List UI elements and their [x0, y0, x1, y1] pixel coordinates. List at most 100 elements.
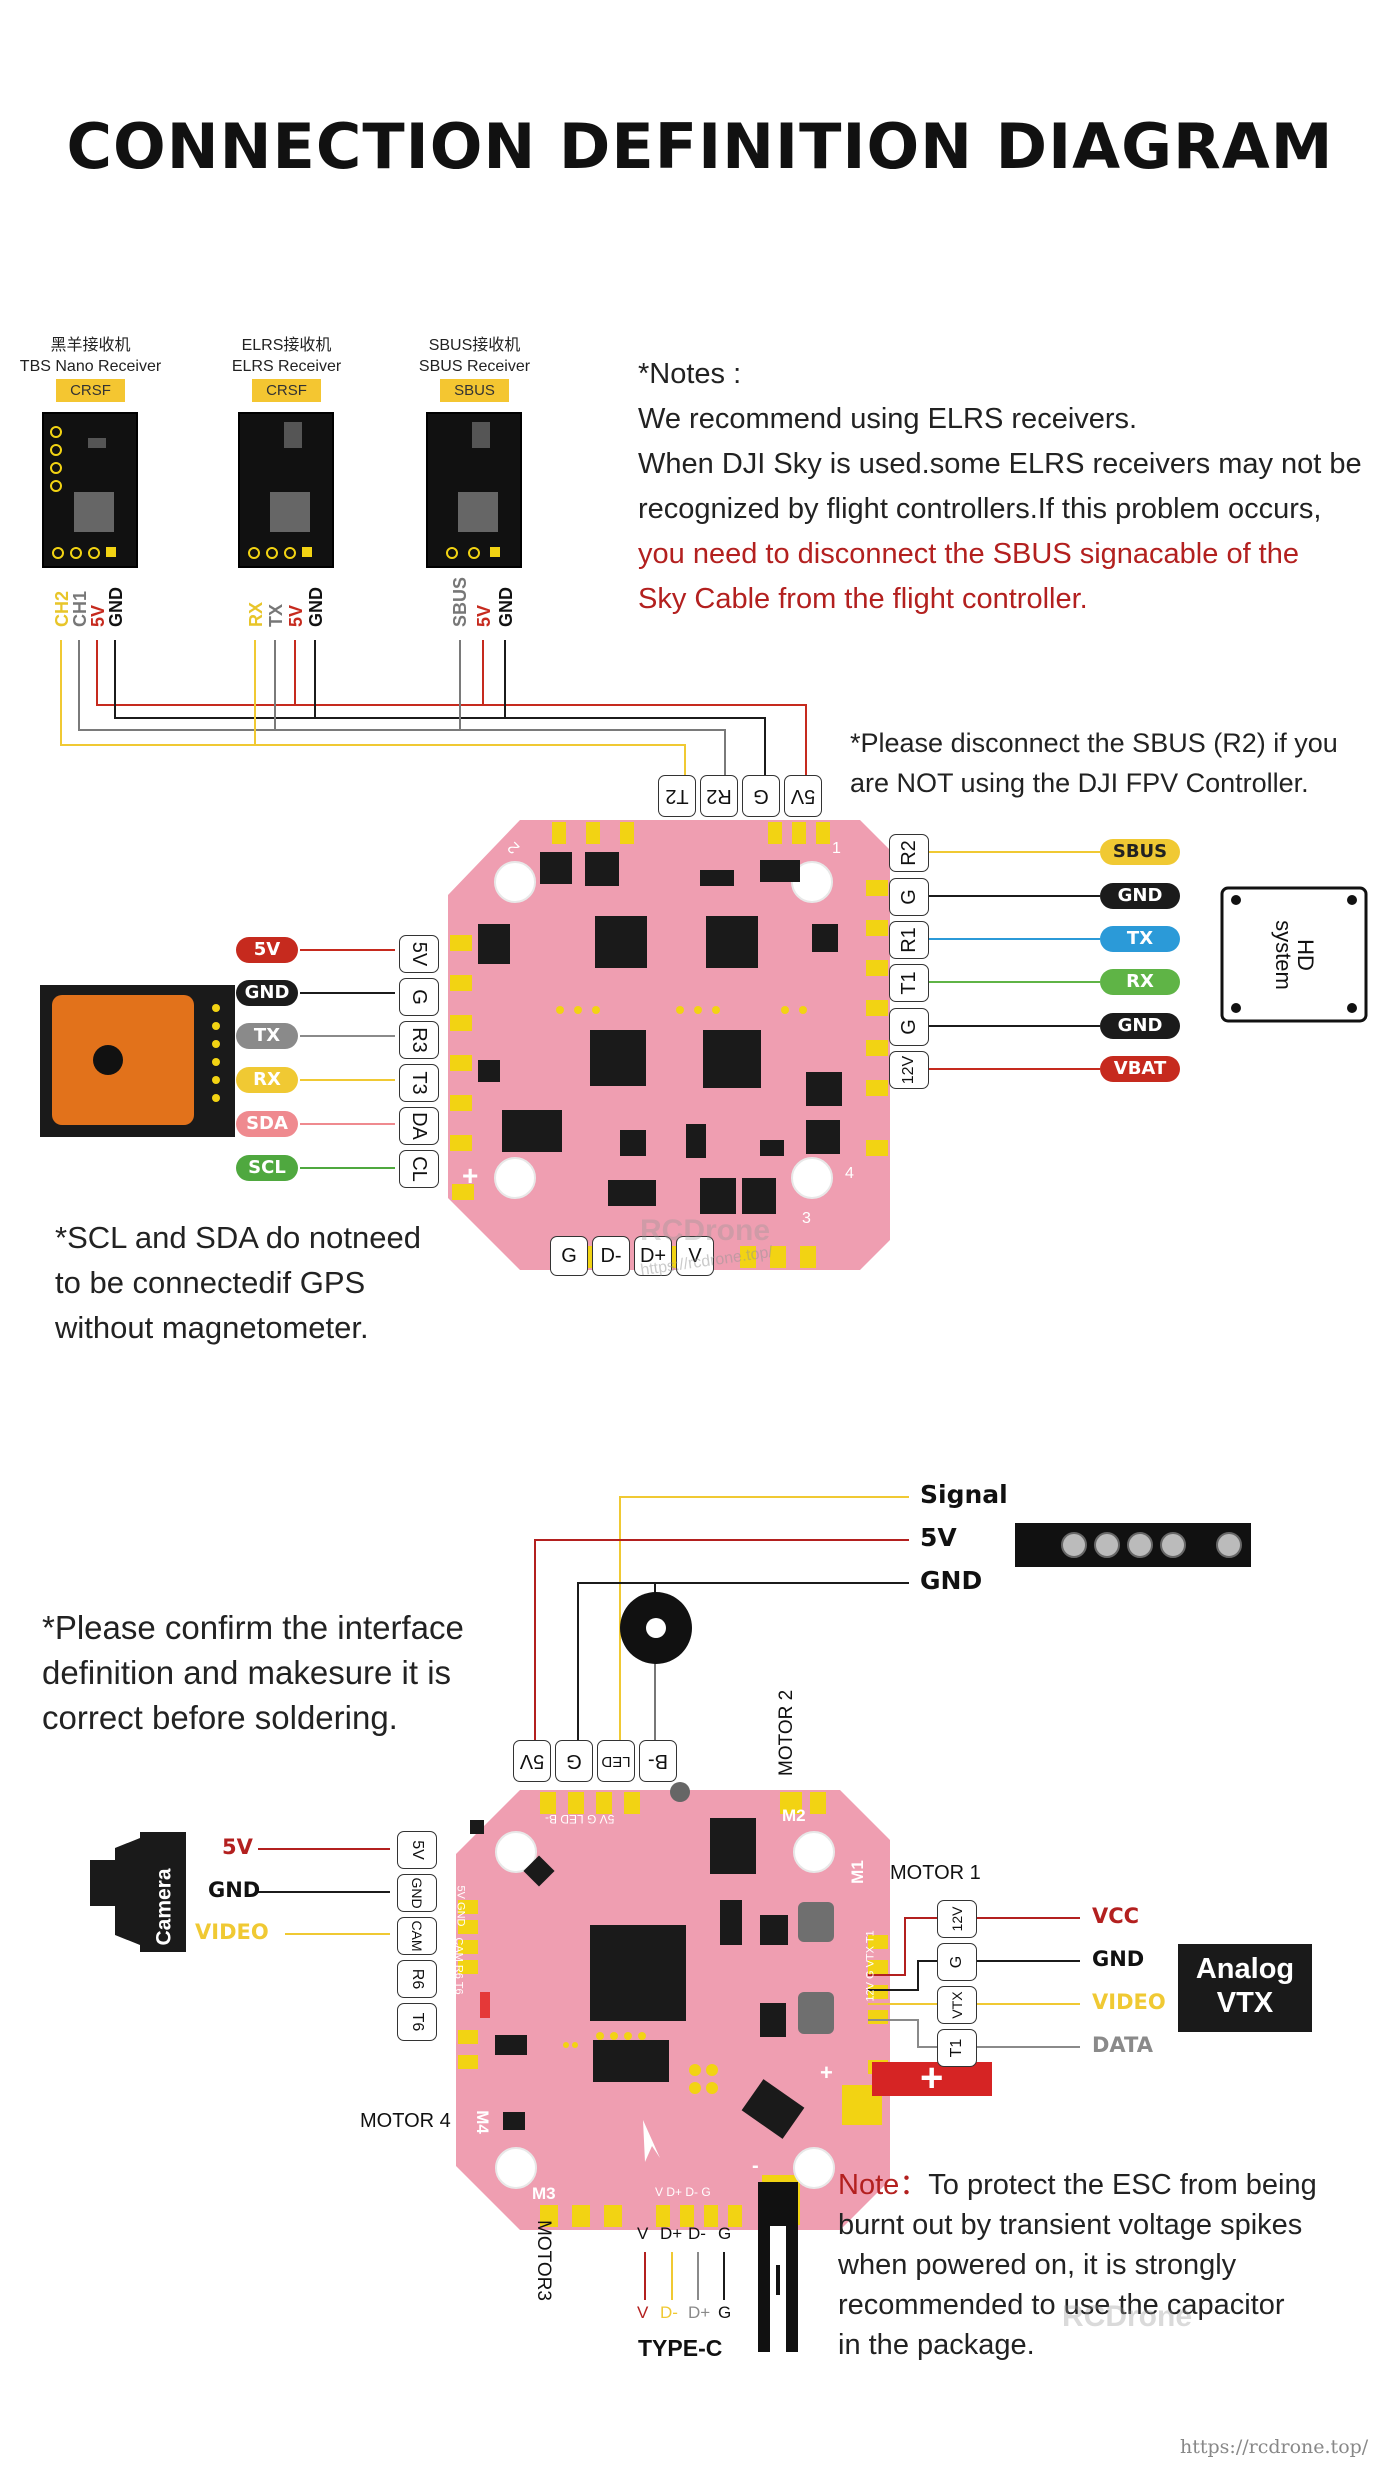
pin-gnd: GND: [106, 587, 126, 627]
receiver-sbus: SBUS接收机 SBUS Receiver SBUS: [402, 335, 547, 402]
vtx-wire-vcc: VCC: [1092, 1904, 1140, 1928]
gps-wire-sda: SDA: [236, 1111, 298, 1137]
fc-board-shape: [448, 820, 890, 1270]
watermark: RCDrone: [640, 1214, 771, 1247]
fc-pad-da: DA: [399, 1107, 439, 1145]
notes-block: *Notes : We recommend using ELRS receive…: [638, 352, 1378, 622]
gps-wire-5v: 5V: [236, 937, 298, 963]
esc-note: Note：To protect the ESC from being burnt…: [838, 2165, 1398, 2365]
esc-pad-5v: 5V: [397, 1831, 437, 1869]
fc-pad-12v: 12V: [889, 1051, 929, 1089]
confirm-note-line: correct before soldering.: [42, 1699, 398, 1736]
wire-label-gnd: GND: [920, 1566, 983, 1595]
receiver-sbus-en: SBUS Receiver: [418, 358, 531, 375]
pin-tx: TX: [266, 603, 286, 627]
sbus-note-line: are NOT using the DJI FPV Controller.: [850, 768, 1309, 798]
pin-5v: 5V: [286, 604, 306, 627]
hd-system-label-wrap: HD system: [1236, 912, 1352, 998]
analog-vtx-line: Analog: [1195, 1953, 1295, 1985]
footer-url[interactable]: https://rcdrone.top/: [1180, 2436, 1369, 2458]
esc-note-line: recommended to use the capacitor: [838, 2289, 1285, 2321]
receiver-tbs: 黑羊接收机 TBS Nano Receiver CRSF: [18, 335, 163, 402]
fc-pad-dplus: D+: [634, 1236, 672, 1276]
fc-corner-label: 3: [802, 1210, 811, 1227]
camera-wire-gnd: GND: [208, 1878, 261, 1902]
fc-pad-r2: R2: [889, 834, 929, 872]
esc-note-line: To protect the ESC from being: [928, 2169, 1317, 2201]
vtx-wire-data: DATA: [1092, 2033, 1154, 2057]
gps-wire-tx: TX: [236, 1023, 298, 1049]
page-title: CONNECTION DEFINITION DIAGRAM: [66, 110, 1334, 183]
esc-note-line: in the package.: [838, 2329, 1035, 2361]
typec-top-v: V: [637, 2224, 649, 2243]
receiver-sbus-protocol: SBUS: [440, 379, 509, 402]
hd-wire-gnd: GND: [1100, 1013, 1180, 1039]
esc-note-line: when powered on, it is strongly: [838, 2249, 1237, 2281]
receiver-elrs-cn: ELRS接收机: [241, 337, 332, 354]
gps-note: *SCL and SDA do notneed to be connectedi…: [55, 1215, 421, 1350]
hd-wire-gnd: GND: [1100, 883, 1180, 909]
notes-line: When DJI Sky is used.some ELRS receivers…: [638, 448, 1362, 480]
camera-label: Camera: [153, 1868, 176, 1946]
hd-wire-tx: TX: [1100, 926, 1180, 952]
receiver-elrs-board: [238, 412, 334, 568]
receiver-elrs: ELRS接收机 ELRS Receiver CRSF: [214, 335, 359, 402]
fc-pad-g: G: [399, 978, 439, 1016]
fc-pad-t3: T3: [399, 1064, 439, 1102]
pin-rx: RX: [246, 601, 266, 627]
typec-bottom-g: G: [718, 2303, 732, 2322]
fc-pad-cl: CL: [399, 1150, 439, 1188]
receiver-sbus-cn: SBUS接收机: [428, 337, 521, 354]
fc-pad-g: G: [889, 1008, 929, 1046]
gps-wire-scl: SCL: [236, 1155, 298, 1181]
esc-note-prefix: Note：: [838, 2169, 929, 2201]
fc-pad-r1: R1: [889, 921, 929, 959]
gps-wire-gnd: GND: [236, 980, 298, 1006]
motor1-label: MOTOR 1: [890, 1862, 981, 1884]
esc-silk-left-bottom: CAM R6 T6: [452, 1937, 465, 1995]
hd-wire-vbat: VBAT: [1100, 1056, 1180, 1082]
esc-note-line: burnt out by transient voltage spikes: [838, 2209, 1303, 2241]
esc-pad-vtx: VTX: [937, 1986, 977, 2024]
vtx-wire-gnd: GND: [1092, 1947, 1145, 1971]
pin-5v: 5V: [474, 604, 494, 627]
typec-bottom-dminus: D-: [660, 2303, 678, 2322]
sbus-note: *Please disconnect the SBUS (R2) if you …: [850, 723, 1338, 803]
vtx-wire-video: VIDEO: [1092, 1990, 1166, 2014]
gps-note-line: *SCL and SDA do notneed: [55, 1220, 421, 1255]
confirm-note-line: *Please confirm the interface: [42, 1609, 464, 1646]
esc-silk-left-top: 5V GND: [454, 1885, 467, 1927]
fc-pad-dminus: D-: [592, 1236, 630, 1276]
fc-pad-g: G: [550, 1236, 588, 1276]
receiver-tbs-protocol: CRSF: [56, 379, 125, 402]
esc-silk-bottom: V D+ D- G: [655, 2185, 711, 2199]
typec-top-dplus: D+: [660, 2224, 683, 2243]
notes-line: recognized by flight controllers.If this…: [638, 493, 1322, 525]
esc-pad-cam: CAM: [397, 1917, 437, 1955]
receiver-tbs-cn: 黑羊接收机: [50, 337, 131, 354]
gps-note-line: to be connectedif GPS: [55, 1265, 366, 1300]
notes-heading: *Notes :: [638, 358, 742, 390]
watermark: RCDrone: [1062, 2300, 1193, 2333]
wire-label-5v: 5V: [920, 1523, 957, 1552]
camera-wire-5v: 5V: [222, 1835, 253, 1859]
pin-gnd: GND: [306, 587, 326, 627]
esc-pad-t6: T6: [397, 2003, 437, 2041]
camera-wire-video: VIDEO: [195, 1920, 269, 1944]
pin-gnd: GND: [496, 587, 516, 627]
fc-pad-r2: R2: [700, 775, 738, 817]
esc-minus-mark: -: [752, 2155, 759, 2177]
esc-pad-gnd: GND: [397, 1874, 437, 1912]
receiver-elrs-protocol: CRSF: [252, 379, 321, 402]
fc-pad-5v: 5V: [399, 935, 439, 973]
esc-pad-5v: 5V: [513, 1740, 551, 1782]
board-mark-m2: M2: [782, 1806, 806, 1825]
typec-top-dminus: D-: [688, 2224, 706, 2243]
hd-wire-rx: RX: [1100, 969, 1180, 995]
receiver-tbs-board: [42, 412, 138, 568]
wire-label-signal: Signal: [920, 1480, 1008, 1509]
camera-shape: [90, 1832, 186, 1952]
plus-bar: [872, 2062, 992, 2096]
fc-pad-5v: 5V: [784, 775, 822, 817]
